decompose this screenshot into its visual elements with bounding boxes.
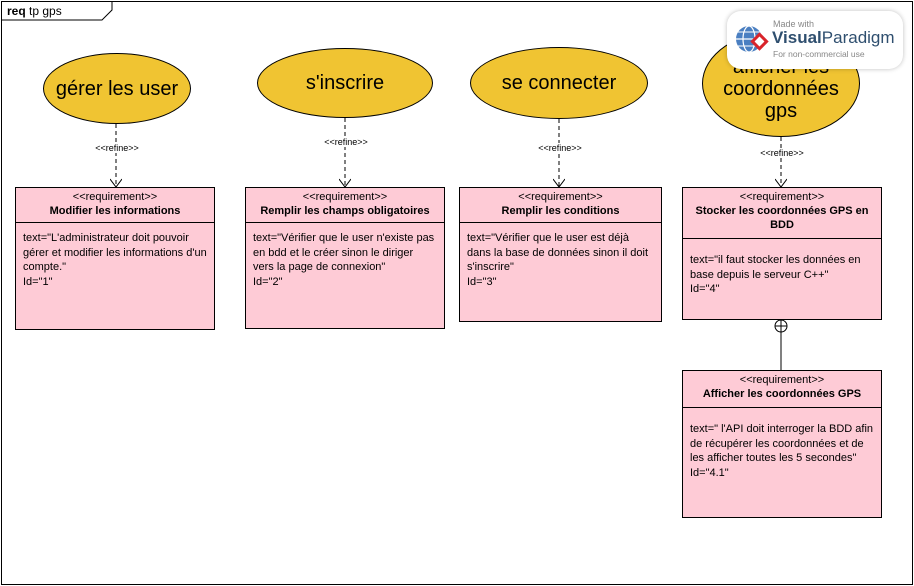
watermark-made-with: Made with bbox=[773, 19, 815, 29]
requirement-body: text="Vérifier que le user est déjà dans… bbox=[460, 223, 661, 289]
refine-label-3: <<refine>> bbox=[538, 143, 582, 153]
requirement-stereotype: <<requirement>> bbox=[739, 191, 825, 203]
requirement-text: text="L'administrateur doit pouvoir gére… bbox=[23, 232, 207, 273]
use-case-s-inscrire[interactable]: s'inscrire bbox=[257, 48, 433, 118]
requirement-body: text="il faut stocker les données en bas… bbox=[683, 239, 881, 297]
visual-paradigm-logo-icon bbox=[736, 25, 769, 53]
requirement-header: <<requirement>> Afficher les coordonnées… bbox=[683, 371, 881, 408]
requirement-id: Id="1" bbox=[23, 275, 53, 288]
watermark-brand-rest: Paradigm bbox=[821, 28, 895, 47]
diagram-title: req tp gps bbox=[7, 4, 62, 18]
requirement-text: text=" l'API doit interroger la BDD afin… bbox=[690, 423, 874, 464]
diagram-kind: req bbox=[7, 4, 26, 18]
requirement-body: text="L'administrateur doit pouvoir gére… bbox=[16, 223, 214, 289]
requirement-body: text="Vérifier que le user n'existe pas … bbox=[246, 223, 444, 289]
requirement-name: Afficher les coordonnées GPS bbox=[702, 388, 862, 400]
requirement-body: text=" l'API doit interroger la BDD afin… bbox=[683, 408, 881, 480]
requirement-4-1[interactable]: <<requirement>> Afficher les coordonnées… bbox=[682, 370, 882, 518]
diagram-frame-tab bbox=[1, 1, 113, 21]
refine-label-2: <<refine>> bbox=[324, 137, 368, 147]
requirement-4[interactable]: <<requirement>> Stocker les coordonnées … bbox=[682, 187, 882, 320]
requirement-1[interactable]: <<requirement>> Modifier les information… bbox=[15, 187, 215, 330]
refine-label-1: <<refine>> bbox=[95, 143, 139, 153]
requirement-text: text="Vérifier que le user est déjà dans… bbox=[467, 232, 649, 273]
use-case-gerer-les-user[interactable]: gérer les user bbox=[43, 53, 191, 124]
requirement-stereotype: <<requirement>> bbox=[302, 191, 388, 203]
requirement-2[interactable]: <<requirement>> Remplir les champs oblig… bbox=[245, 187, 445, 329]
requirement-name: Stocker les coordonnées GPS en BDD bbox=[695, 205, 869, 231]
use-case-label: gérer les user bbox=[55, 77, 179, 100]
requirement-text: text="il faut stocker les données en bas… bbox=[690, 254, 861, 281]
requirement-header: <<requirement>> Remplir les conditions bbox=[460, 188, 661, 223]
requirement-name: Modifier les informations bbox=[49, 205, 181, 217]
requirement-stereotype: <<requirement>> bbox=[739, 374, 825, 386]
requirement-id: Id="4" bbox=[690, 283, 720, 295]
requirement-stereotype: <<requirement>> bbox=[72, 191, 158, 203]
requirement-id: Id="3" bbox=[467, 275, 497, 288]
requirement-id: Id="4.1" bbox=[690, 466, 729, 479]
use-case-se-connecter[interactable]: se connecter bbox=[470, 47, 648, 119]
requirement-name: Remplir les conditions bbox=[501, 205, 620, 217]
requirement-stereotype: <<requirement>> bbox=[518, 191, 603, 203]
use-case-label: s'inscrire bbox=[305, 72, 385, 94]
requirement-text: text="Vérifier que le user n'existe pas … bbox=[253, 232, 435, 273]
visual-paradigm-watermark: Made with VisualParadigm For non-commerc… bbox=[727, 11, 903, 69]
refine-label-4: <<refine>> bbox=[760, 148, 804, 158]
requirement-3[interactable]: <<requirement>> Remplir les conditions t… bbox=[459, 187, 662, 322]
requirement-header: <<requirement>> Stocker les coordonnées … bbox=[683, 188, 881, 239]
requirement-id: Id="2" bbox=[253, 275, 283, 288]
requirement-header: <<requirement>> Modifier les information… bbox=[16, 188, 214, 223]
watermark-note: For non-commercial use bbox=[773, 49, 865, 59]
requirement-header: <<requirement>> Remplir les champs oblig… bbox=[246, 188, 444, 223]
diagram-name: tp gps bbox=[29, 4, 62, 18]
watermark-brand-bold: Visual bbox=[772, 28, 822, 47]
requirement-name: Remplir les champs obligatoires bbox=[260, 205, 430, 217]
watermark-brand: VisualParadigm bbox=[772, 28, 895, 48]
use-case-label: se connecter bbox=[501, 72, 617, 94]
